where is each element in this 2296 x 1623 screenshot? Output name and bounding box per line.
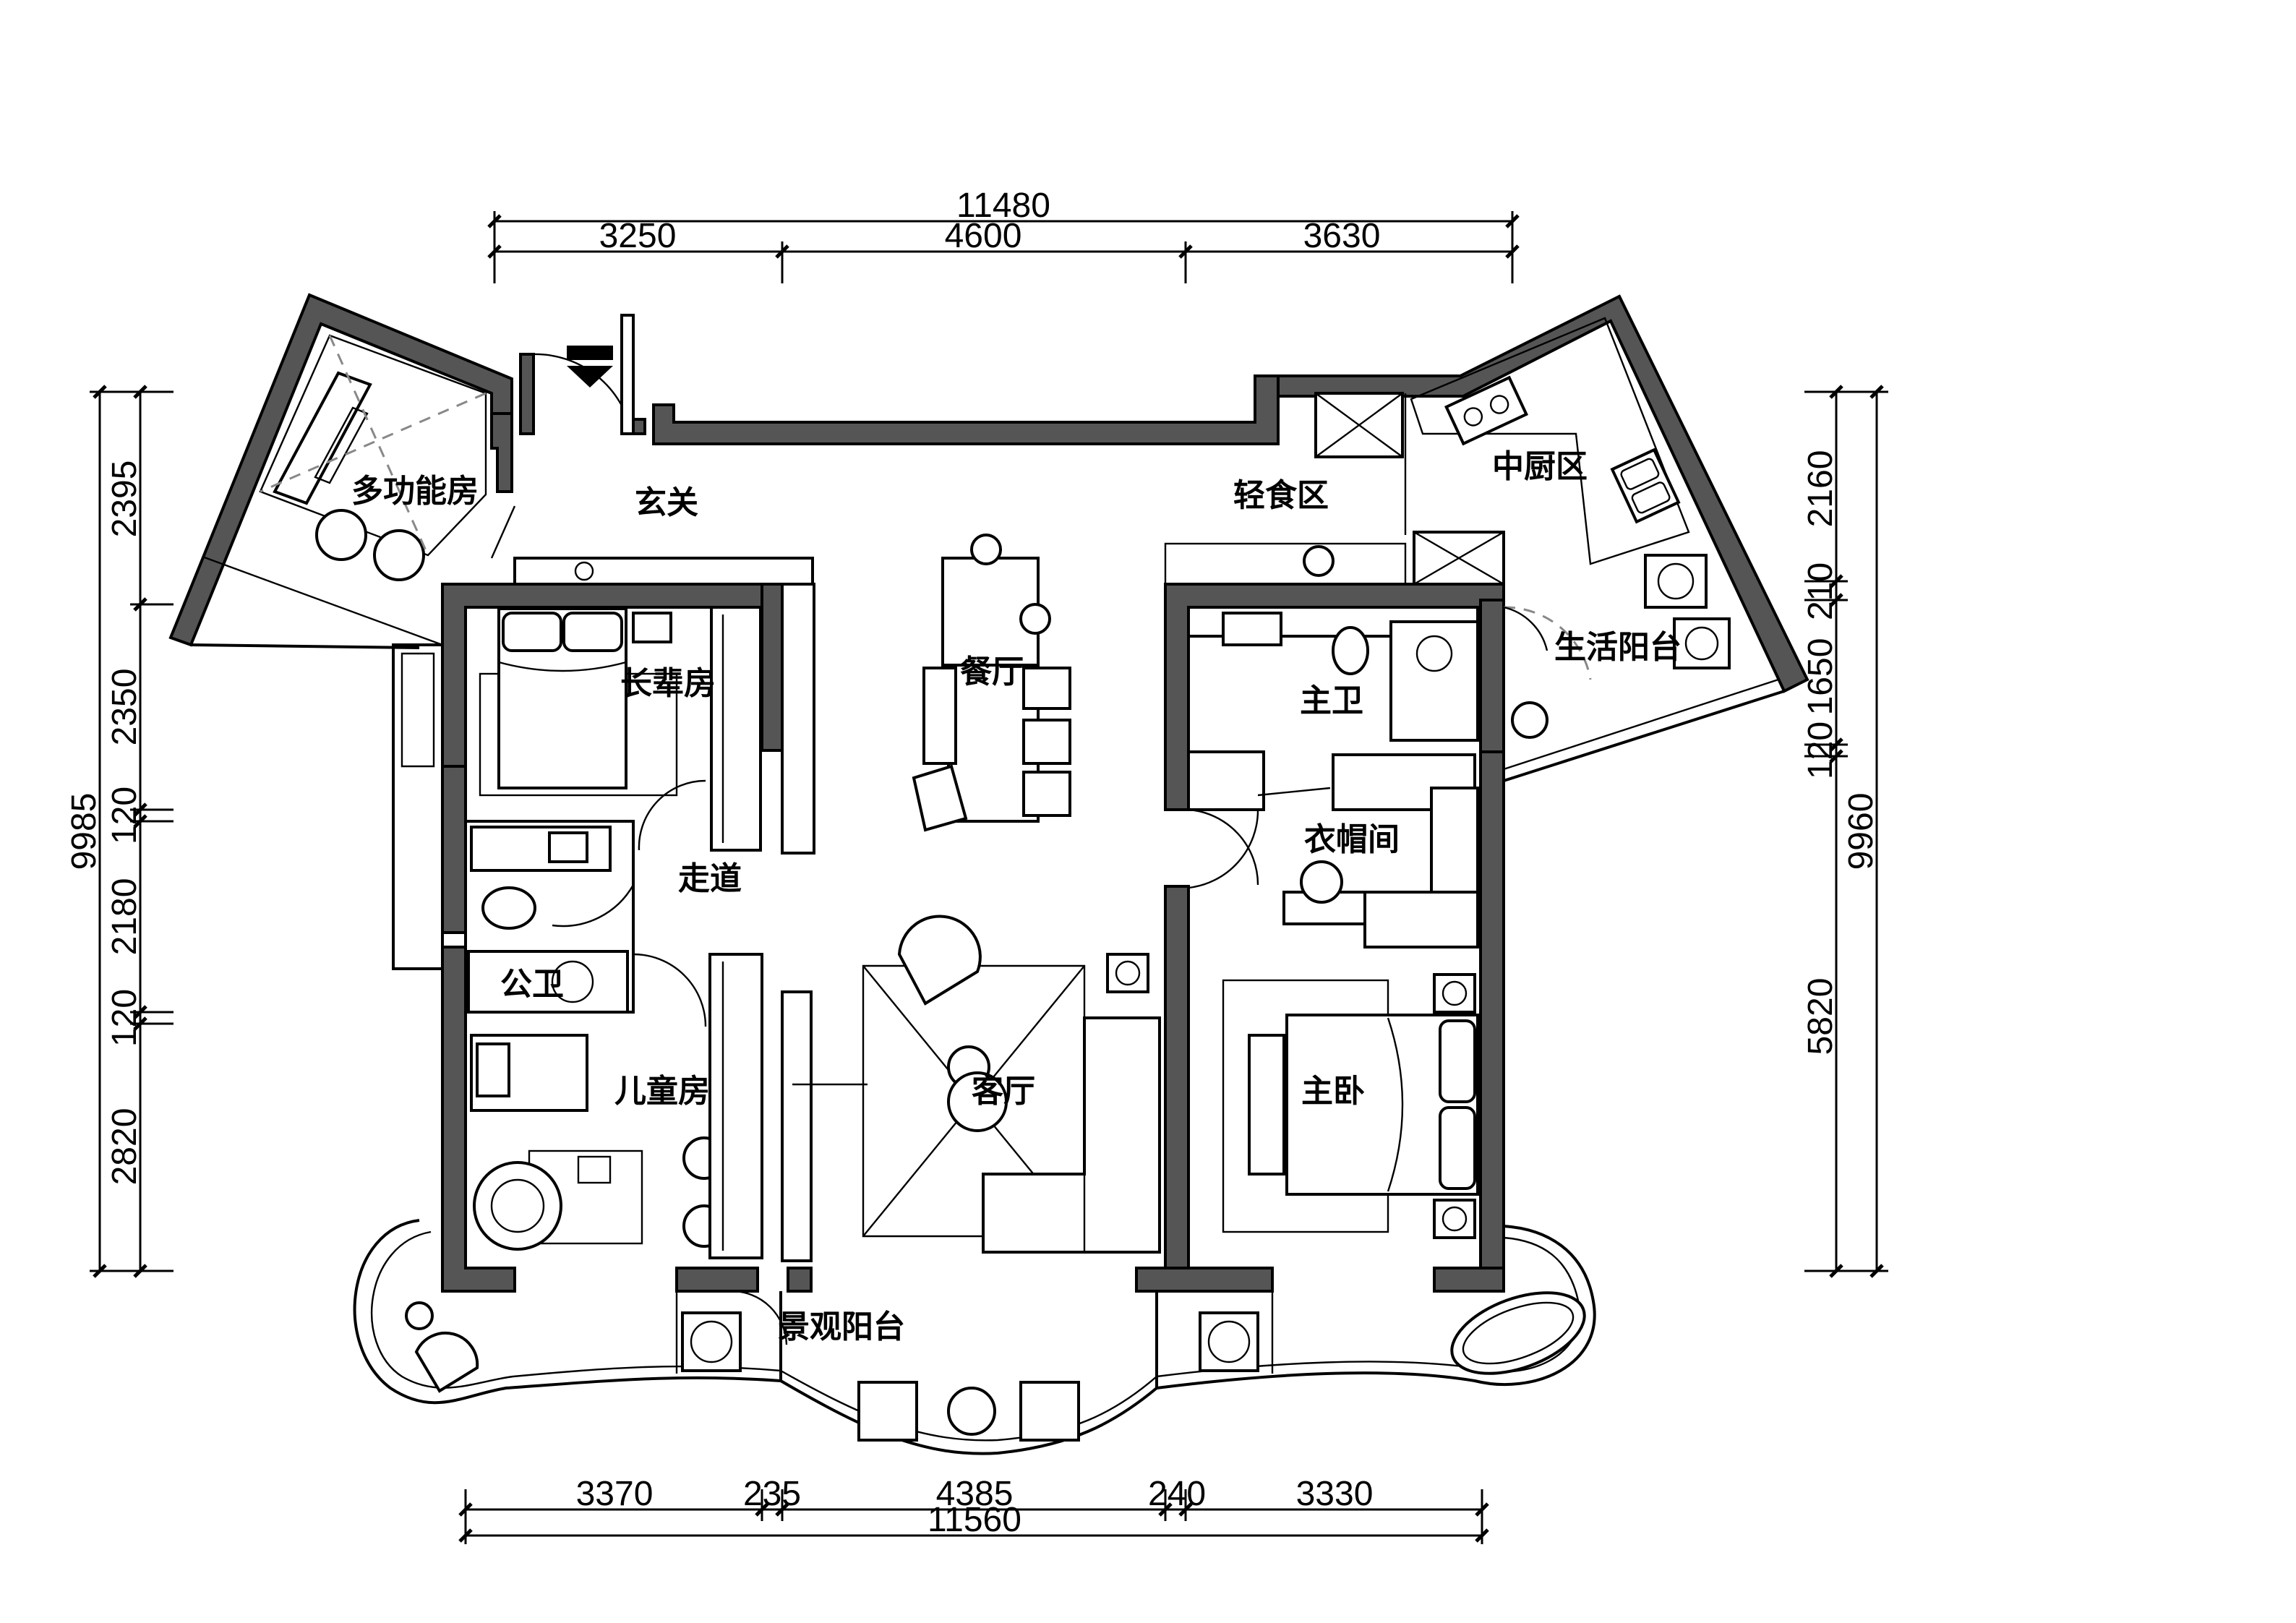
room-label-public-bath: 公卫 — [500, 966, 564, 1003]
kitchen-furniture — [1164, 317, 1731, 739]
public-bath-furniture — [464, 820, 707, 1027]
balcony-furniture — [405, 1291, 1586, 1442]
dim-left-6: 2820 — [106, 1108, 144, 1186]
dim-left-total: 9985 — [65, 793, 103, 870]
room-label-dining: 餐厅 — [960, 654, 1024, 690]
dim-top-3: 3630 — [1303, 217, 1381, 255]
dim-bottom-1: 3370 — [576, 1475, 654, 1513]
dimension-right: 2160 210 1650 120 5820 9960 — [1802, 385, 1888, 1278]
dim-right-5: 5820 — [1802, 978, 1840, 1055]
dim-right-4: 120 — [1802, 721, 1840, 779]
dim-right-2: 210 — [1802, 562, 1840, 620]
room-label-corridor: 走道 — [678, 860, 742, 897]
dim-right-3: 1650 — [1802, 638, 1840, 716]
room-label-entry: 玄关 — [635, 484, 698, 521]
dim-right-total: 9960 — [1842, 793, 1880, 870]
dim-bottom-5: 3330 — [1296, 1475, 1374, 1513]
room-label-living: 客厅 — [972, 1073, 1035, 1110]
living-room-furniture — [792, 915, 1161, 1254]
dimension-bottom: 3370 235 4385 240 3330 11560 — [458, 1475, 1489, 1544]
kids-room-furniture — [470, 953, 813, 1262]
washing-machine-icon — [1644, 554, 1708, 609]
dimension-top: 11480 3250 4600 3630 — [487, 187, 1520, 283]
room-label-multi: 多功能房 — [351, 473, 479, 510]
dim-top-1: 3250 — [599, 217, 677, 255]
room-label-view-balcony: 景观阳台 — [778, 1309, 905, 1345]
dim-bottom-2: 235 — [743, 1475, 801, 1513]
master-bedroom-furniture — [1222, 973, 1479, 1239]
toilet-icon — [1332, 626, 1369, 675]
sink-icon — [1610, 447, 1681, 524]
room-label-snack: 轻食区 — [1233, 477, 1329, 514]
closet-furniture — [1187, 750, 1479, 948]
stove-icon — [1444, 375, 1528, 446]
room-labels: 多功能房 玄关 餐厅 轻食区 中厨区 长辈房 主卫 生活阳台 走道 衣帽间 公卫… — [351, 448, 1682, 1345]
entry-door[interactable] — [533, 314, 635, 435]
master-bath-furniture — [1187, 606, 1479, 742]
room-label-closet: 衣帽间 — [1304, 821, 1400, 858]
bathtub-icon — [1389, 620, 1479, 742]
room-label-laundry-balcony: 生活阳台 — [1554, 629, 1682, 666]
oval-bathtub-icon — [1450, 1291, 1586, 1375]
dim-left-4: 2180 — [106, 878, 144, 956]
dim-left-2: 2350 — [106, 669, 144, 746]
room-label-kids: 儿童房 — [614, 1073, 710, 1110]
entry-arrow-icon — [567, 346, 613, 360]
elder-room-furniture — [479, 583, 815, 855]
room-label-elder: 长辈房 — [620, 665, 716, 702]
potted-plant-icon — [681, 1311, 742, 1372]
dim-left-3: 120 — [106, 787, 144, 844]
dim-bottom-total: 11560 — [928, 1501, 1021, 1539]
dim-bottom-4: 240 — [1148, 1475, 1206, 1513]
room-label-master-bath: 主卫 — [1300, 682, 1363, 719]
dim-top-2: 4600 — [945, 217, 1022, 255]
dim-left-1: 2395 — [106, 461, 144, 538]
dim-right-1: 2160 — [1802, 450, 1840, 528]
door-swings — [490, 505, 1548, 1345]
multi-room-furniture — [259, 334, 487, 581]
room-label-master-bed: 主卧 — [1301, 1073, 1365, 1110]
dim-top-total: 11480 — [956, 187, 1050, 225]
lounge-chair-icon — [414, 1331, 479, 1393]
room-label-kitchen: 中厨区 — [1492, 448, 1588, 485]
dim-left-5: 120 — [106, 989, 144, 1047]
dim-bottom-3: 4385 — [936, 1475, 1014, 1513]
dimension-left: 9985 2395 2350 120 2180 120 2820 — [65, 385, 174, 1278]
dining-furniture — [912, 534, 1071, 832]
shoe-cabinet — [513, 557, 814, 586]
